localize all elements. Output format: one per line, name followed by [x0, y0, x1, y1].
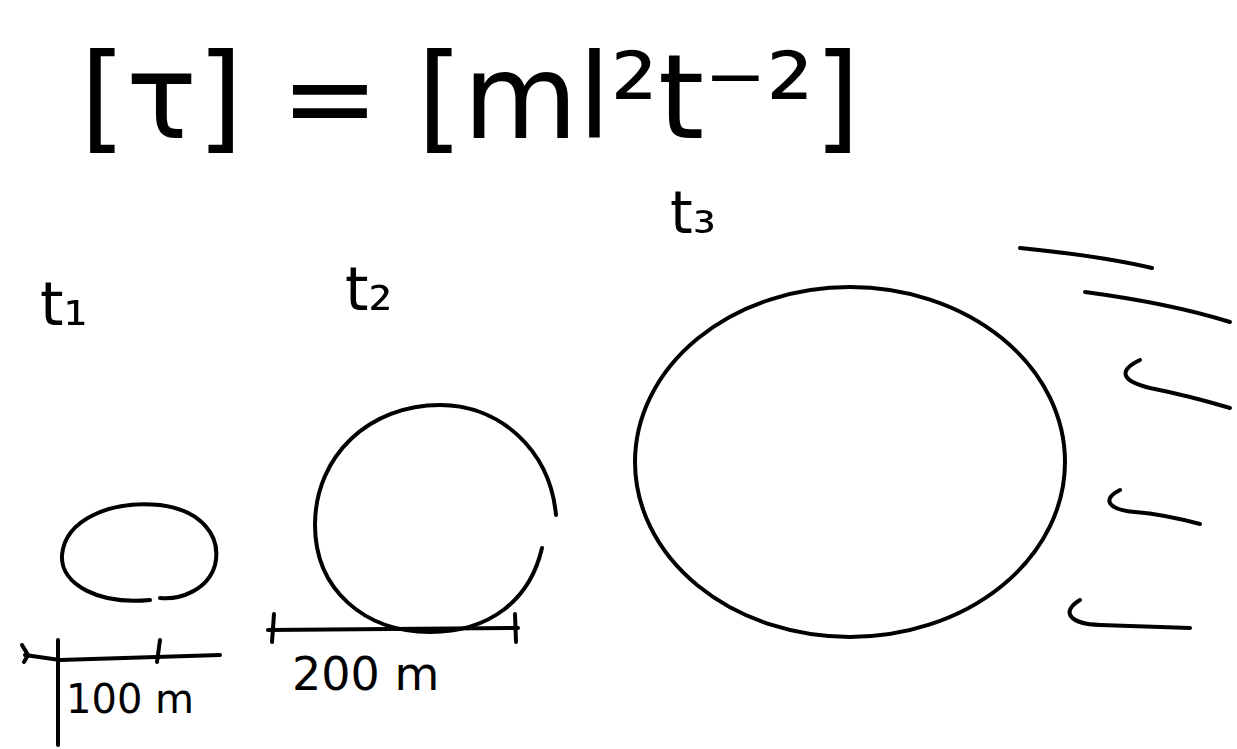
speed-line	[1085, 292, 1230, 322]
dimension-line	[25, 655, 220, 660]
speed-line	[1109, 490, 1200, 524]
speed-line	[1020, 248, 1152, 268]
dimension-tick	[515, 614, 516, 642]
large-circle	[635, 287, 1065, 637]
time-label: t₂	[345, 255, 393, 324]
dimension-label: 200 m	[292, 648, 439, 701]
dimension-tick	[272, 614, 274, 642]
speed-line	[1126, 360, 1230, 408]
dimension-tick	[56, 640, 60, 745]
dimension-tick	[157, 640, 160, 662]
dimension-line	[268, 628, 518, 630]
time-label: t₁	[40, 270, 88, 339]
speed-line	[1070, 600, 1190, 628]
time-label: t₃	[670, 180, 716, 247]
dimension-arrow	[22, 645, 28, 662]
small-circle	[62, 504, 216, 601]
formula: [τ] = [ml²t⁻²]	[80, 30, 860, 166]
dimension-label: 100 m	[66, 676, 194, 722]
medium-circle	[315, 405, 556, 632]
